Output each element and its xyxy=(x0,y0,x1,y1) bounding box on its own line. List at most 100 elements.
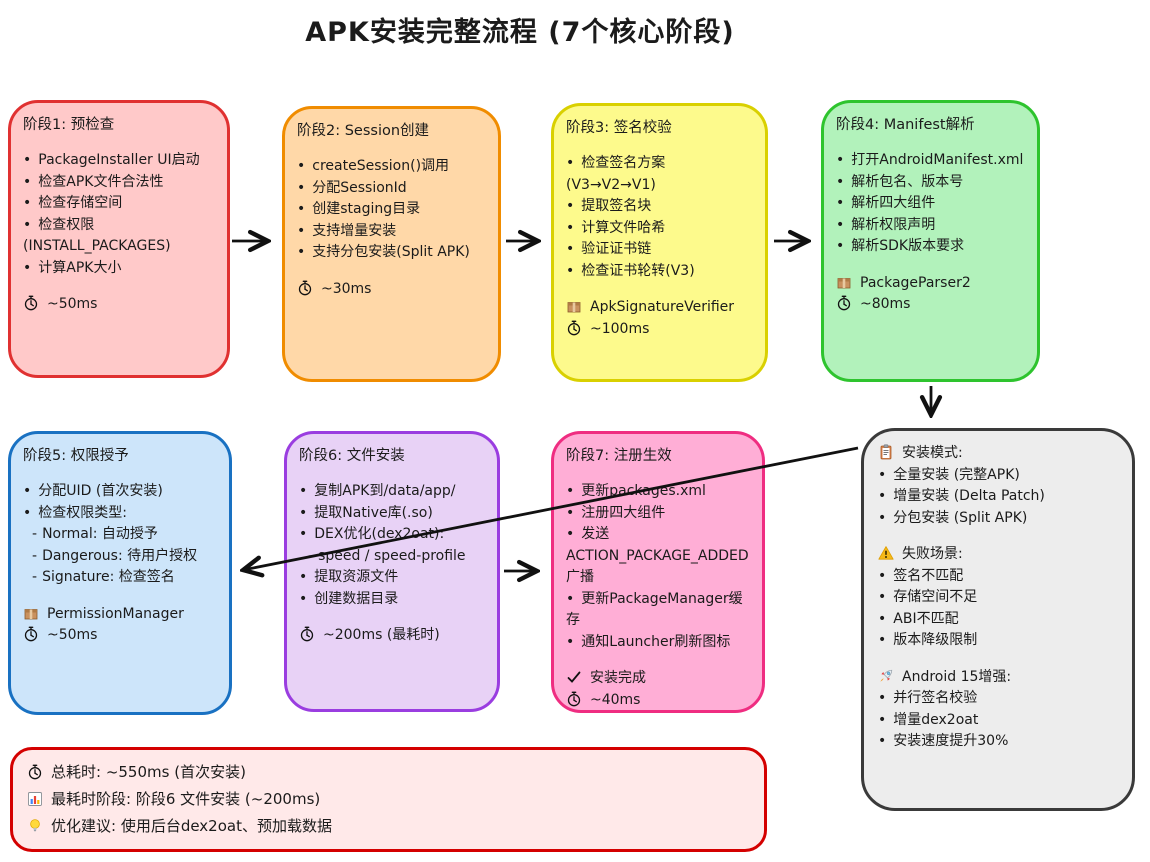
line-text: 全量安装 (完整APK) xyxy=(893,466,1020,483)
bullet-marker: • xyxy=(566,504,575,521)
list-item: • 注册四大组件 xyxy=(566,503,754,525)
line-text: 更新packages.xml xyxy=(581,483,706,499)
list-item: •检查证书轮转(V3) xyxy=(566,261,753,283)
warning-icon xyxy=(878,545,894,561)
list-item: •版本降级限制 xyxy=(878,630,1118,652)
list-item: •支持分包安装(Split APK) xyxy=(297,242,486,264)
dash-marker: - xyxy=(32,547,38,564)
list-item: •全量安装 (完整APK) xyxy=(878,465,1118,487)
info-lines: 安装模式:•全量安装 (完整APK)•增量安装 (Delta Patch)•分包… xyxy=(878,443,1118,753)
spacer xyxy=(836,258,1025,273)
bullet-marker: • xyxy=(566,483,575,499)
bullet-marker: • xyxy=(878,509,887,526)
list-item: •计算文件哈希 xyxy=(566,218,753,240)
line-text: ~50ms xyxy=(47,627,98,643)
list-item: •检查签名方案(V3→V2→V1) xyxy=(566,153,753,196)
list-item: •PackageInstaller UI启动 xyxy=(23,150,215,172)
spacer xyxy=(566,653,754,668)
list-item: •更新PackageManager缓存 xyxy=(566,589,754,632)
bullet-marker: • xyxy=(299,590,308,607)
bullet-marker: • xyxy=(836,195,845,211)
line-text: 提取签名块 xyxy=(581,198,652,214)
line-text: ~80ms xyxy=(860,296,911,312)
list-item: •分包安装 (Split APK) xyxy=(878,508,1118,530)
bullet-marker: • xyxy=(299,483,308,499)
bullet-marker: • xyxy=(297,222,306,239)
bullet-marker: • xyxy=(878,589,887,605)
clipboard-icon xyxy=(878,444,894,460)
bullet-marker: • xyxy=(566,241,575,257)
bullet-marker: • xyxy=(566,262,575,279)
bullet-marker: • xyxy=(878,690,887,706)
bullet-marker: • xyxy=(297,179,306,196)
line-text: 检查签名方案(V3→V2→V1) xyxy=(566,155,666,193)
list-item: • 增量安装 (Delta Patch) xyxy=(878,486,1118,508)
list-item: ~80ms xyxy=(836,294,1025,316)
list-item: •解析包名、版本号 xyxy=(836,172,1025,194)
line-text: 版本降级限制 xyxy=(893,632,978,648)
line-text: 解析四大组件 xyxy=(851,195,936,211)
list-item: •分配SessionId xyxy=(297,178,486,200)
stage-5-box: 阶段5: 权限授予 •分配UID (首次安装)•检查权限类型:-Normal: … xyxy=(8,431,232,715)
line-text: createSession()调用 xyxy=(312,158,450,174)
bullet-marker: • xyxy=(878,488,887,504)
rocket-icon xyxy=(878,668,894,684)
package-icon xyxy=(836,274,852,290)
line-text: Android 15增强: xyxy=(902,668,1012,685)
line-text: 创建数据目录 xyxy=(314,590,399,607)
dash-marker: - xyxy=(32,569,38,585)
spacer xyxy=(297,264,486,279)
spacer xyxy=(566,282,753,297)
line-text: Dangerous: 待用户授权 xyxy=(42,547,198,564)
spacer xyxy=(23,589,217,604)
bullet-marker: • xyxy=(566,198,575,214)
bullet-marker: • xyxy=(878,610,887,627)
line-text: speed / speed-profile xyxy=(318,547,466,564)
list-item: • 更新packages.xml xyxy=(566,481,754,503)
line-text: 总耗时: ~550ms (首次安装) xyxy=(51,763,246,781)
line-text: (INSTALL_PACKAGES) xyxy=(23,238,171,254)
line-text: 提取Native库(.so) xyxy=(314,504,433,521)
line-text: 验证证书链 xyxy=(581,241,652,257)
stopwatch-icon xyxy=(566,691,582,707)
list-item: •检查权限 xyxy=(23,215,215,237)
stage-lines: •复制APK到/data/app/•提取Native库(.so)•DEX优化(d… xyxy=(299,481,485,647)
stage-lines: •createSession()调用•分配SessionId•创建staging… xyxy=(297,156,486,300)
line-text: 安装速度提升30% xyxy=(893,733,1009,749)
list-item: ~200ms (最耗时) xyxy=(299,625,485,647)
list-item: •计算APK大小 xyxy=(23,258,215,280)
line-text: PermissionManager xyxy=(47,605,184,622)
bullet-marker: • xyxy=(566,526,575,542)
line-text: 签名不匹配 xyxy=(893,567,964,584)
bullet-marker: • xyxy=(566,590,575,607)
list-item: • 提取签名块 xyxy=(566,196,753,218)
lightbulb-icon xyxy=(27,818,43,834)
list-item: •通知Launcher刷新图标 xyxy=(566,632,754,654)
line-text: 支持分包安装(Split APK) xyxy=(312,244,470,260)
line-text: 复制APK到/data/app/ xyxy=(314,483,456,499)
list-item: 安装模式: xyxy=(878,443,1118,465)
list-item: • 创建数据目录 xyxy=(299,589,485,611)
bullet-marker: • xyxy=(23,483,32,499)
line-text: Signature: 检查签名 xyxy=(42,569,175,585)
line-text: ~30ms xyxy=(321,280,372,297)
line-text: 增量安装 (Delta Patch) xyxy=(893,488,1045,504)
line-text: 注册四大组件 xyxy=(581,504,666,521)
list-item: Android 15增强: xyxy=(878,667,1118,689)
line-text: ABI不匹配 xyxy=(893,610,959,627)
list-item: ~30ms xyxy=(297,279,486,301)
list-item: •提取资源文件 xyxy=(299,567,485,589)
line-text: 创建staging目录 xyxy=(312,201,421,217)
line-text: 通知Launcher刷新图标 xyxy=(581,633,731,650)
line-text: 存储空间不足 xyxy=(893,589,978,605)
line-text: 并行签名校验 xyxy=(893,690,978,706)
list-item: •检查存储空间 xyxy=(23,193,215,215)
stage-3-box: 阶段3: 签名校验 •检查签名方案(V3→V2→V1)•提取签名块•计算文件哈希… xyxy=(551,103,768,382)
list-item: •创建staging目录 xyxy=(297,199,486,221)
list-item: 安装完成 xyxy=(566,668,754,690)
stage-title: 阶段3: 签名校验 xyxy=(566,120,672,136)
stopwatch-icon xyxy=(297,280,313,296)
dash-marker: - xyxy=(32,526,38,542)
line-text: 检查存储空间 xyxy=(38,195,123,211)
line-text: ApkSignatureVerifier xyxy=(590,299,735,315)
